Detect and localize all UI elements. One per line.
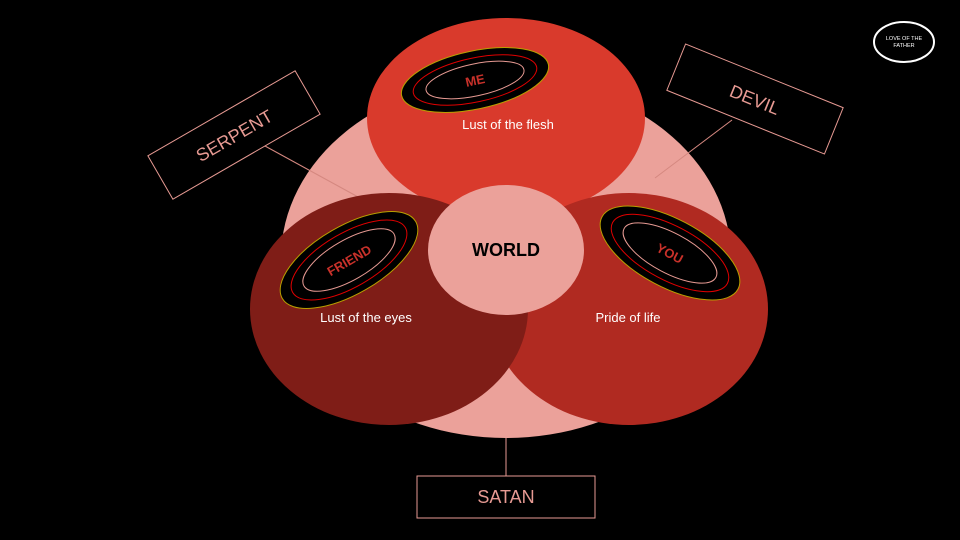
serpent-box: SERPENT: [147, 70, 321, 200]
caption-pride-life: Pride of life: [595, 310, 660, 325]
svg-text:LOVE OF THE: LOVE OF THE: [886, 36, 923, 42]
svg-text:ME: ME: [464, 71, 487, 90]
devil-connector: [654, 119, 733, 179]
love-of-the-father-badge: LOVE OF THE FATHER: [873, 21, 935, 63]
ring-me: ME: [400, 47, 550, 113]
satan-box: SATAN: [416, 475, 596, 519]
ring-you: YOU: [599, 205, 741, 301]
caption-lust-flesh: Lust of the flesh: [462, 117, 554, 132]
svg-text:SATAN: SATAN: [477, 487, 534, 507]
svg-text:FATHER: FATHER: [893, 43, 914, 49]
serpent-connector: [264, 145, 361, 199]
world-ellipse: [428, 185, 584, 315]
ring-friend: FRIEND: [279, 211, 419, 309]
world-label: WORLD: [472, 240, 540, 260]
caption-lust-eyes: Lust of the eyes: [320, 310, 412, 325]
devil-box: DEVIL: [666, 43, 844, 155]
